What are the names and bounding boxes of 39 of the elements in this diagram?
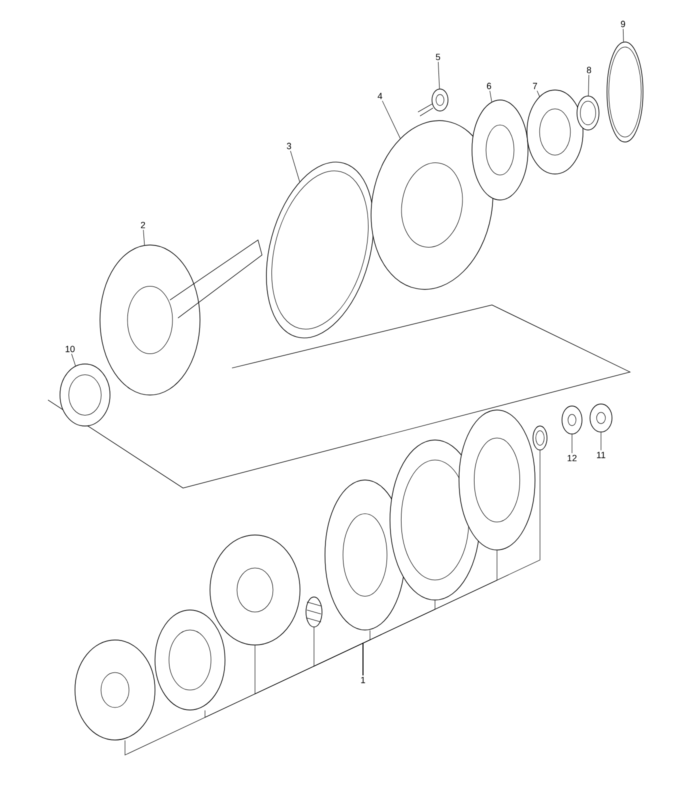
leader-line [622, 28, 624, 42]
callout-number: 7 [532, 82, 538, 90]
disc-drawing [324, 480, 406, 630]
leader-line [600, 432, 602, 450]
snap-ring-drawing [532, 426, 548, 450]
plate-drawing [154, 610, 226, 710]
callout-number: 2 [140, 222, 146, 228]
callout-number: 11 [597, 452, 606, 458]
callout-number: 3 [286, 142, 292, 150]
leader-line [490, 90, 492, 102]
ring-drawing [576, 96, 600, 130]
callout-number: 5 [436, 54, 440, 60]
leader-line [588, 74, 590, 96]
leader-line [382, 100, 400, 139]
bolt-drawing [418, 88, 448, 116]
disc-drawing [458, 410, 536, 550]
callout-number: 12 [568, 454, 577, 462]
callout-number: 4 [378, 92, 382, 100]
callout-number: 8 [586, 66, 592, 74]
callout-number: 1 [361, 676, 366, 684]
leader-line [290, 150, 300, 182]
clutch-shoe-drawing [210, 534, 300, 646]
leader-line [71, 354, 76, 366]
leader-line [143, 230, 145, 246]
callout-number: 10 [66, 346, 75, 352]
leader-line [536, 90, 540, 97]
spring-drawing [306, 596, 322, 628]
drum-shaft-drawing [100, 240, 262, 396]
callout-number: 6 [486, 82, 492, 90]
seal-drawing [60, 364, 110, 426]
snap-ring-drawing [606, 42, 644, 142]
gasket-drawing [266, 162, 374, 338]
leader-line [438, 62, 440, 89]
leader-line [362, 450, 540, 676]
bearing-drawing [472, 100, 528, 200]
hub-drawing [74, 640, 156, 740]
nut-drawing [590, 404, 612, 432]
washer-drawing [562, 406, 582, 434]
callout-number: 9 [620, 20, 626, 28]
